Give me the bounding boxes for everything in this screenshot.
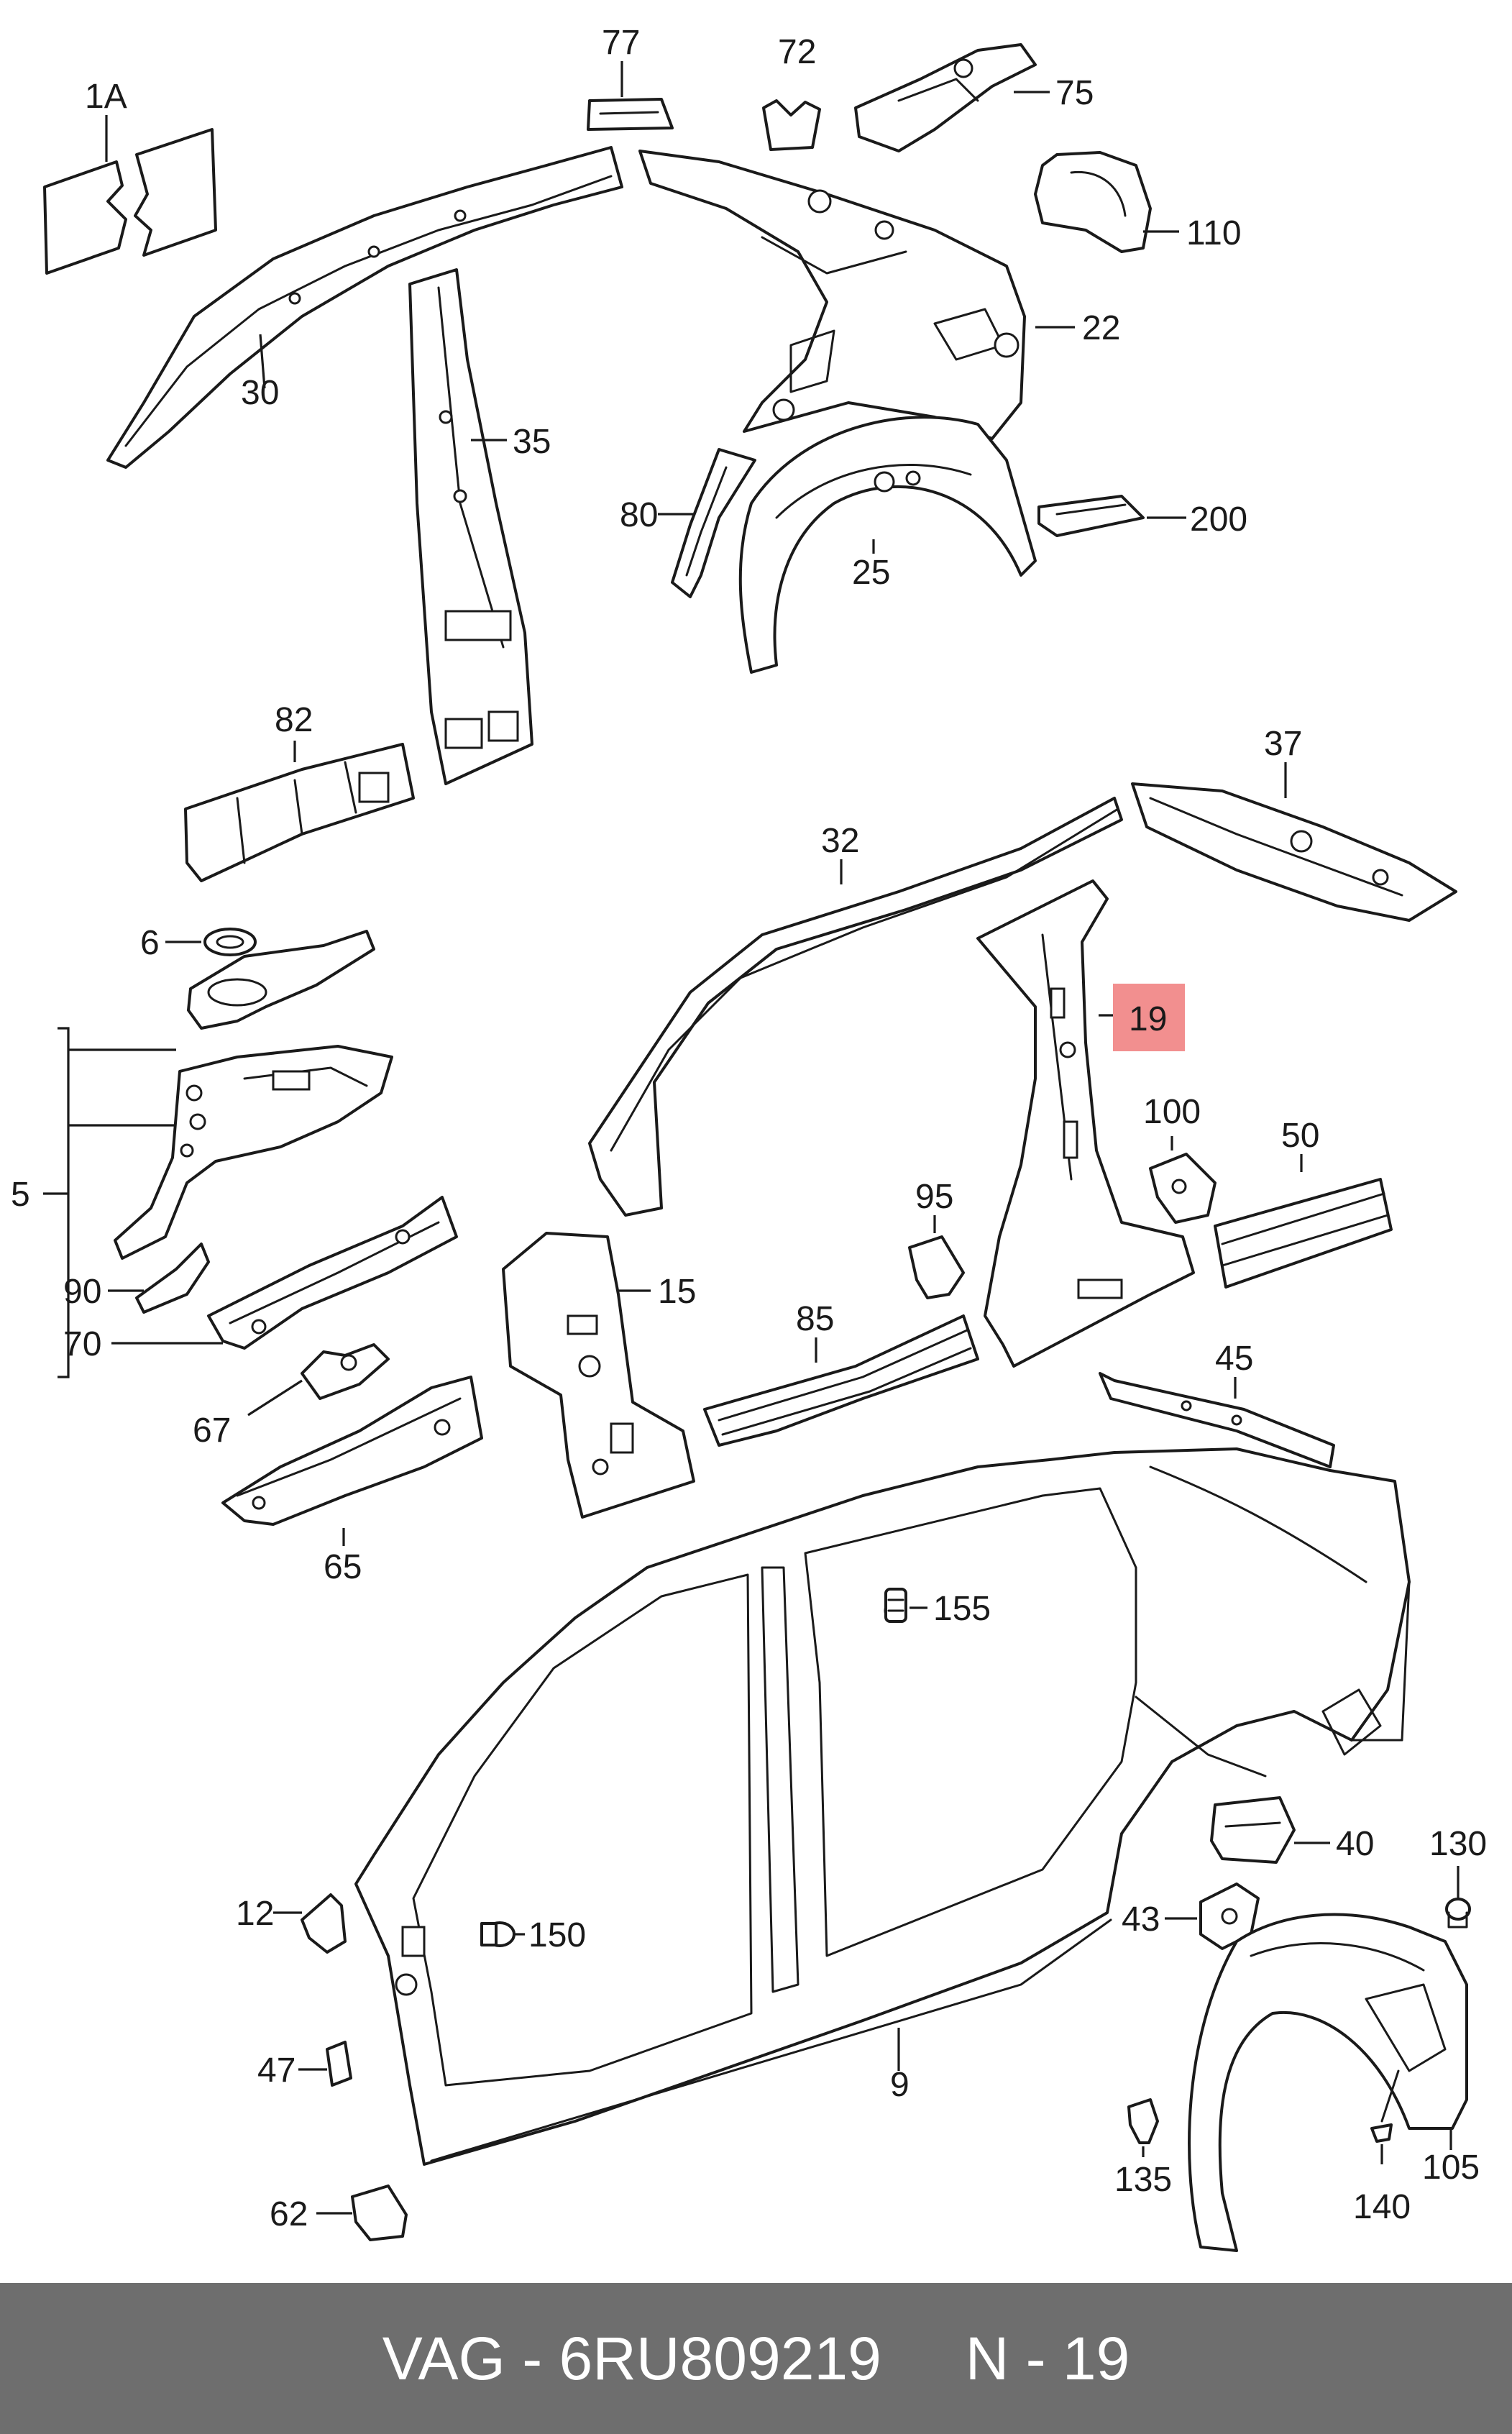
part-5-drawing [114,930,393,1260]
highlight-box-19 [1113,984,1185,1051]
part-155-drawing [884,1588,907,1623]
label-40: 40 [1336,1825,1374,1863]
label-1a: 1A [85,78,127,116]
part-85-drawing [703,1314,979,1447]
part-72-drawing [762,99,821,151]
label-32: 32 [821,822,859,860]
part-70-drawing [207,1196,458,1350]
label-67: 67 [193,1412,231,1450]
part-30-drawing [106,146,623,469]
label-77: 77 [602,24,640,62]
label-30: 30 [241,374,279,412]
part-6-drawing [203,928,257,956]
part-100-drawing [1149,1153,1217,1224]
label-75: 75 [1055,74,1094,112]
label-15: 15 [658,1273,696,1311]
part-25-drawing [738,416,1037,674]
label-19: 19 [1129,1000,1167,1038]
label-43: 43 [1122,1900,1160,1939]
label-155: 155 [933,1590,991,1628]
footer-brand: VAG [382,2324,505,2392]
part-110-drawing [1034,151,1152,253]
label-130: 130 [1429,1825,1487,1863]
footer-separator: - [505,2324,559,2392]
label-110: 110 [1186,214,1242,252]
part-22-drawing [638,150,1026,440]
label-70: 70 [63,1325,101,1363]
label-37: 37 [1264,725,1302,763]
label-65: 65 [324,1548,362,1586]
part-12-drawing [301,1893,347,1954]
footer-bar: VAG - 6RU809219 N - 19 [0,2283,1512,2434]
part-15-drawing [502,1232,695,1519]
part-90-drawing [135,1243,210,1314]
label-100: 100 [1143,1093,1201,1131]
label-105: 105 [1422,2149,1480,2187]
part-105-drawing [1188,1913,1468,2252]
footer-part-number: 6RU809219 [559,2324,881,2392]
part-130-drawing [1445,1898,1471,1929]
label-47: 47 [257,2051,295,2090]
label-200: 200 [1190,500,1247,539]
label-85: 85 [796,1300,834,1338]
label-140: 140 [1353,2188,1411,2226]
label-62: 62 [270,2195,308,2233]
part-40-drawing [1210,1796,1296,1864]
part-35-drawing [408,268,533,785]
label-22: 22 [1082,309,1120,347]
label-95: 95 [915,1178,953,1216]
part-67-drawing [301,1343,390,1400]
part-95-drawing [908,1235,965,1299]
part-45-drawing [1099,1372,1335,1468]
part-75-drawing [854,43,1037,152]
label-90: 90 [63,1273,101,1311]
callout-labels: 1A 77 72 75 110 22 30 35 80 25 200 82 37… [11,24,1487,2233]
label-12: 12 [236,1895,274,1933]
part-50-drawing [1214,1178,1393,1289]
label-35: 35 [513,423,551,461]
part-200-drawing [1037,495,1145,537]
label-72: 72 [778,33,816,71]
label-82: 82 [275,701,313,739]
label-150: 150 [528,1916,586,1954]
part-140-drawing [1370,2069,1400,2143]
footer-position: N - 19 [965,2324,1130,2392]
label-25: 25 [852,554,890,592]
part-82-drawing [184,743,415,882]
label-45: 45 [1215,1340,1253,1378]
part-135-drawing [1127,2098,1159,2144]
part-37-drawing [1131,782,1457,922]
part-47-drawing [326,2041,352,2087]
label-135: 135 [1114,2161,1172,2199]
part-77-drawing [587,98,674,131]
part-80-drawing [671,448,756,598]
label-5: 5 [11,1176,30,1214]
part-1a-drawing [43,128,217,275]
part-65-drawing [221,1376,483,1526]
part-32-drawing [588,797,1123,1217]
label-9: 9 [890,2066,910,2104]
part-62-drawing [351,2184,408,2241]
part-150-drawing [480,1921,516,1947]
exploded-parts-diagram: 1A 77 72 75 110 22 30 35 80 25 200 82 37… [11,24,1487,2252]
label-6: 6 [140,924,160,962]
label-80: 80 [620,496,658,534]
label-50: 50 [1281,1117,1319,1155]
footer-gap [881,2324,966,2394]
part-19-drawing [976,879,1195,1368]
